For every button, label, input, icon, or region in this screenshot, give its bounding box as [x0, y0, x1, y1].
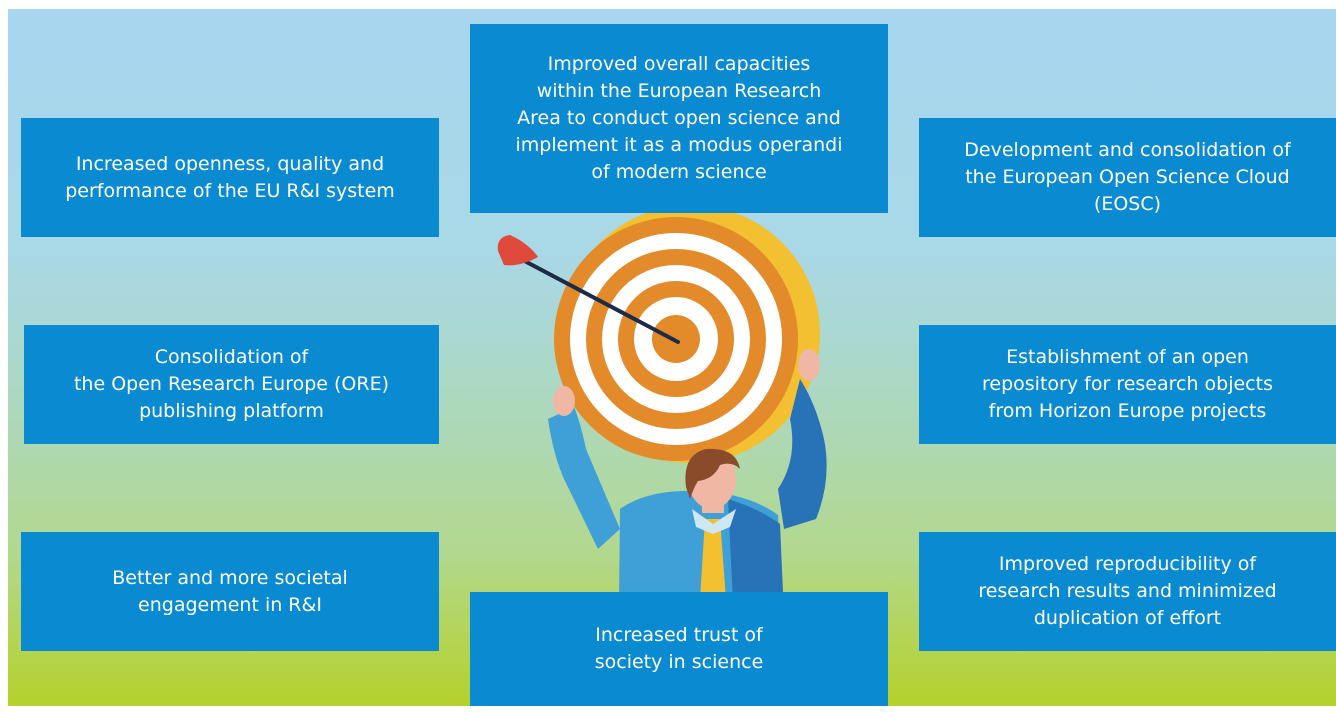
box-bottom-center-text: Increased trust of society in science: [594, 624, 764, 673]
target-person-illustration: [497, 205, 827, 706]
box-right-mid: Establishment of an open repository for …: [919, 325, 1336, 444]
box-top-center-text: Improved overall capacities within the E…: [515, 53, 843, 183]
box-left-top-text: Increased openness, quality and performa…: [65, 152, 395, 202]
box-left-bottom: Better and more societal engagement in R…: [21, 532, 439, 651]
box-left-mid-text: Consolidation of the Open Research Europ…: [73, 346, 390, 422]
box-bottom-center: Increased trust of society in science: [470, 592, 888, 706]
box-right-top: Development and consolidation of the Eur…: [919, 118, 1336, 237]
box-left-top: Increased openness, quality and performa…: [21, 118, 439, 237]
box-right-mid-text: Establishment of an open repository for …: [982, 346, 1273, 422]
person-arms: [548, 349, 827, 549]
person-head: [685, 448, 740, 513]
box-top-center: Improved overall capacities within the E…: [470, 24, 888, 213]
box-right-bottom-text: Improved reproducibility of research res…: [978, 553, 1277, 629]
box-left-bottom-text: Better and more societal engagement in R…: [112, 566, 348, 616]
diagram-background: Improved overall capacities within the E…: [8, 9, 1336, 706]
box-right-top-text: Development and consolidation of the Eur…: [964, 139, 1291, 215]
box-left-mid: Consolidation of the Open Research Europ…: [24, 325, 439, 444]
arrow-icon: [497, 235, 680, 344]
box-right-bottom: Improved reproducibility of research res…: [919, 532, 1336, 651]
